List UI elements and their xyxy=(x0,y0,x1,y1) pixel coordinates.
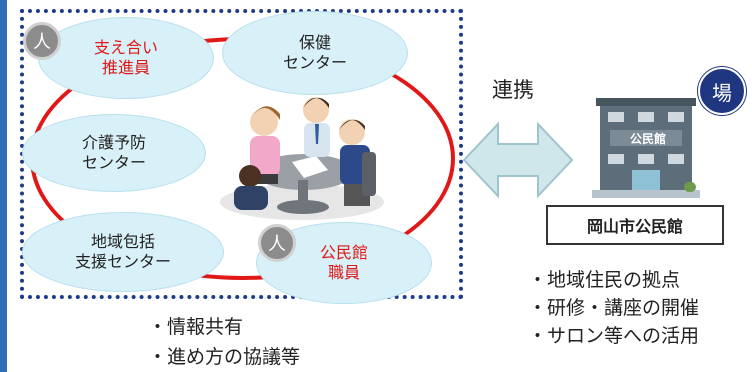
bubble-chiiki: 地域包括 支援センター xyxy=(22,212,224,292)
bubble-sasaeai-line2: 推進員 xyxy=(101,58,150,77)
note-kyogi: ・進め方の協議等 xyxy=(148,346,301,368)
bubble-chiiki-line1: 地域包括 xyxy=(90,232,155,251)
bubble-kaigo: 介護予防 センター xyxy=(22,114,206,192)
meeting-illustration xyxy=(220,97,384,220)
bubble-hoken-line1: 保健 xyxy=(298,33,331,52)
bubble-kaigo-line1: 介護予防 xyxy=(81,133,146,152)
person-badge-sasaeai: 人 xyxy=(23,22,61,60)
notes-right: ・地域住民の拠点 ・研修・講座の開催 ・サロン等への活用 xyxy=(528,266,699,350)
bubble-hoken: 保健 センター xyxy=(222,11,408,95)
notes-left: ・情報共有 ・進め方の協議等 xyxy=(148,312,300,372)
bubble-kominkan-staff-line1: 公民館 xyxy=(319,243,368,262)
building-sign-text: 公民館 xyxy=(629,132,666,146)
left-accent-bar xyxy=(0,0,7,372)
double-arrow-icon xyxy=(462,121,574,199)
bubble-sasaeai-line1: 支え合い xyxy=(93,38,158,57)
kominkan-building-icon xyxy=(592,98,700,198)
note-kaisai: ・研修・講座の開催 xyxy=(528,297,700,319)
bubble-chiiki-line2: 支援センター xyxy=(74,252,171,271)
bubble-kominkan-staff-line2: 職員 xyxy=(327,263,360,282)
place-badge: 場 xyxy=(698,67,746,115)
note-katsuyo: ・サロン等への活用 xyxy=(528,325,700,347)
person-badge-kominkan: 人 xyxy=(258,224,296,262)
bubble-hoken-line2: センター xyxy=(282,53,347,72)
renkei-label: 連携 xyxy=(492,78,534,102)
bubble-kaigo-line2: センター xyxy=(81,153,146,172)
building-label: 岡山市公民館 xyxy=(546,205,724,245)
note-joho-kyoyu: ・情報共有 xyxy=(148,316,244,338)
note-kyoten: ・地域住民の拠点 xyxy=(528,269,681,291)
bubble-sasaeai: 支え合い 推進員 xyxy=(38,17,214,99)
